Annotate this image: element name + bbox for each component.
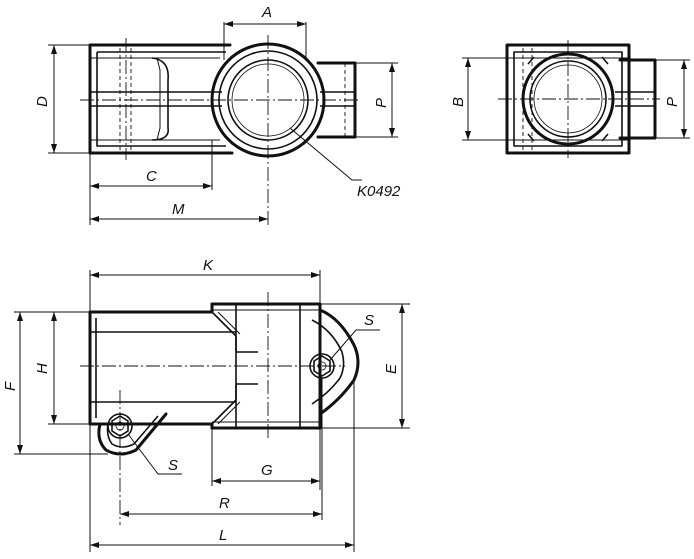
dim-M-label: M: [172, 201, 185, 218]
top-view-body: [80, 35, 360, 225]
dim-F-label: F: [2, 381, 19, 391]
dim-E-label: E: [383, 363, 400, 374]
dim-K-label: K: [203, 257, 214, 274]
dim-H: H: [34, 311, 90, 425]
part-ref-leader: K0492: [289, 127, 401, 200]
dim-P-top: P: [355, 62, 398, 138]
dim-H-label: H: [34, 363, 51, 374]
dim-R: R: [120, 378, 323, 520]
dim-B-label: B: [450, 97, 467, 107]
dim-E: E: [320, 303, 410, 429]
dim-R-label: R: [219, 495, 230, 512]
dim-K: K: [89, 257, 321, 312]
dim-C-label: C: [146, 168, 157, 185]
dim-B: B: [450, 57, 507, 141]
dim-L-label: L: [219, 527, 227, 544]
part-ref-label: K0492: [357, 183, 401, 200]
dim-A-label: A: [261, 4, 272, 21]
dim-D: D: [34, 44, 90, 154]
dim-G-label: G: [261, 462, 273, 479]
dim-L: L: [89, 378, 355, 552]
top-view: A D P C M: [34, 4, 401, 225]
front-view: K F H E S S: [2, 257, 410, 552]
dim-S-bottom: S: [127, 433, 182, 475]
side-view: B P: [450, 40, 690, 158]
dim-P-top-label: P: [373, 98, 390, 108]
dim-S-bottom-label: S: [168, 457, 178, 474]
dim-M: M: [90, 201, 268, 222]
dim-G: G: [211, 428, 321, 490]
dim-P-side: P: [655, 59, 690, 139]
dim-A: A: [223, 4, 307, 60]
dim-P-side-label: P: [664, 97, 681, 107]
dim-S-top-label: S: [364, 312, 374, 329]
dim-D-label: D: [34, 96, 51, 107]
dim-F: F: [2, 311, 108, 455]
dim-S-top: S: [329, 312, 380, 361]
dim-C: C: [89, 140, 213, 225]
